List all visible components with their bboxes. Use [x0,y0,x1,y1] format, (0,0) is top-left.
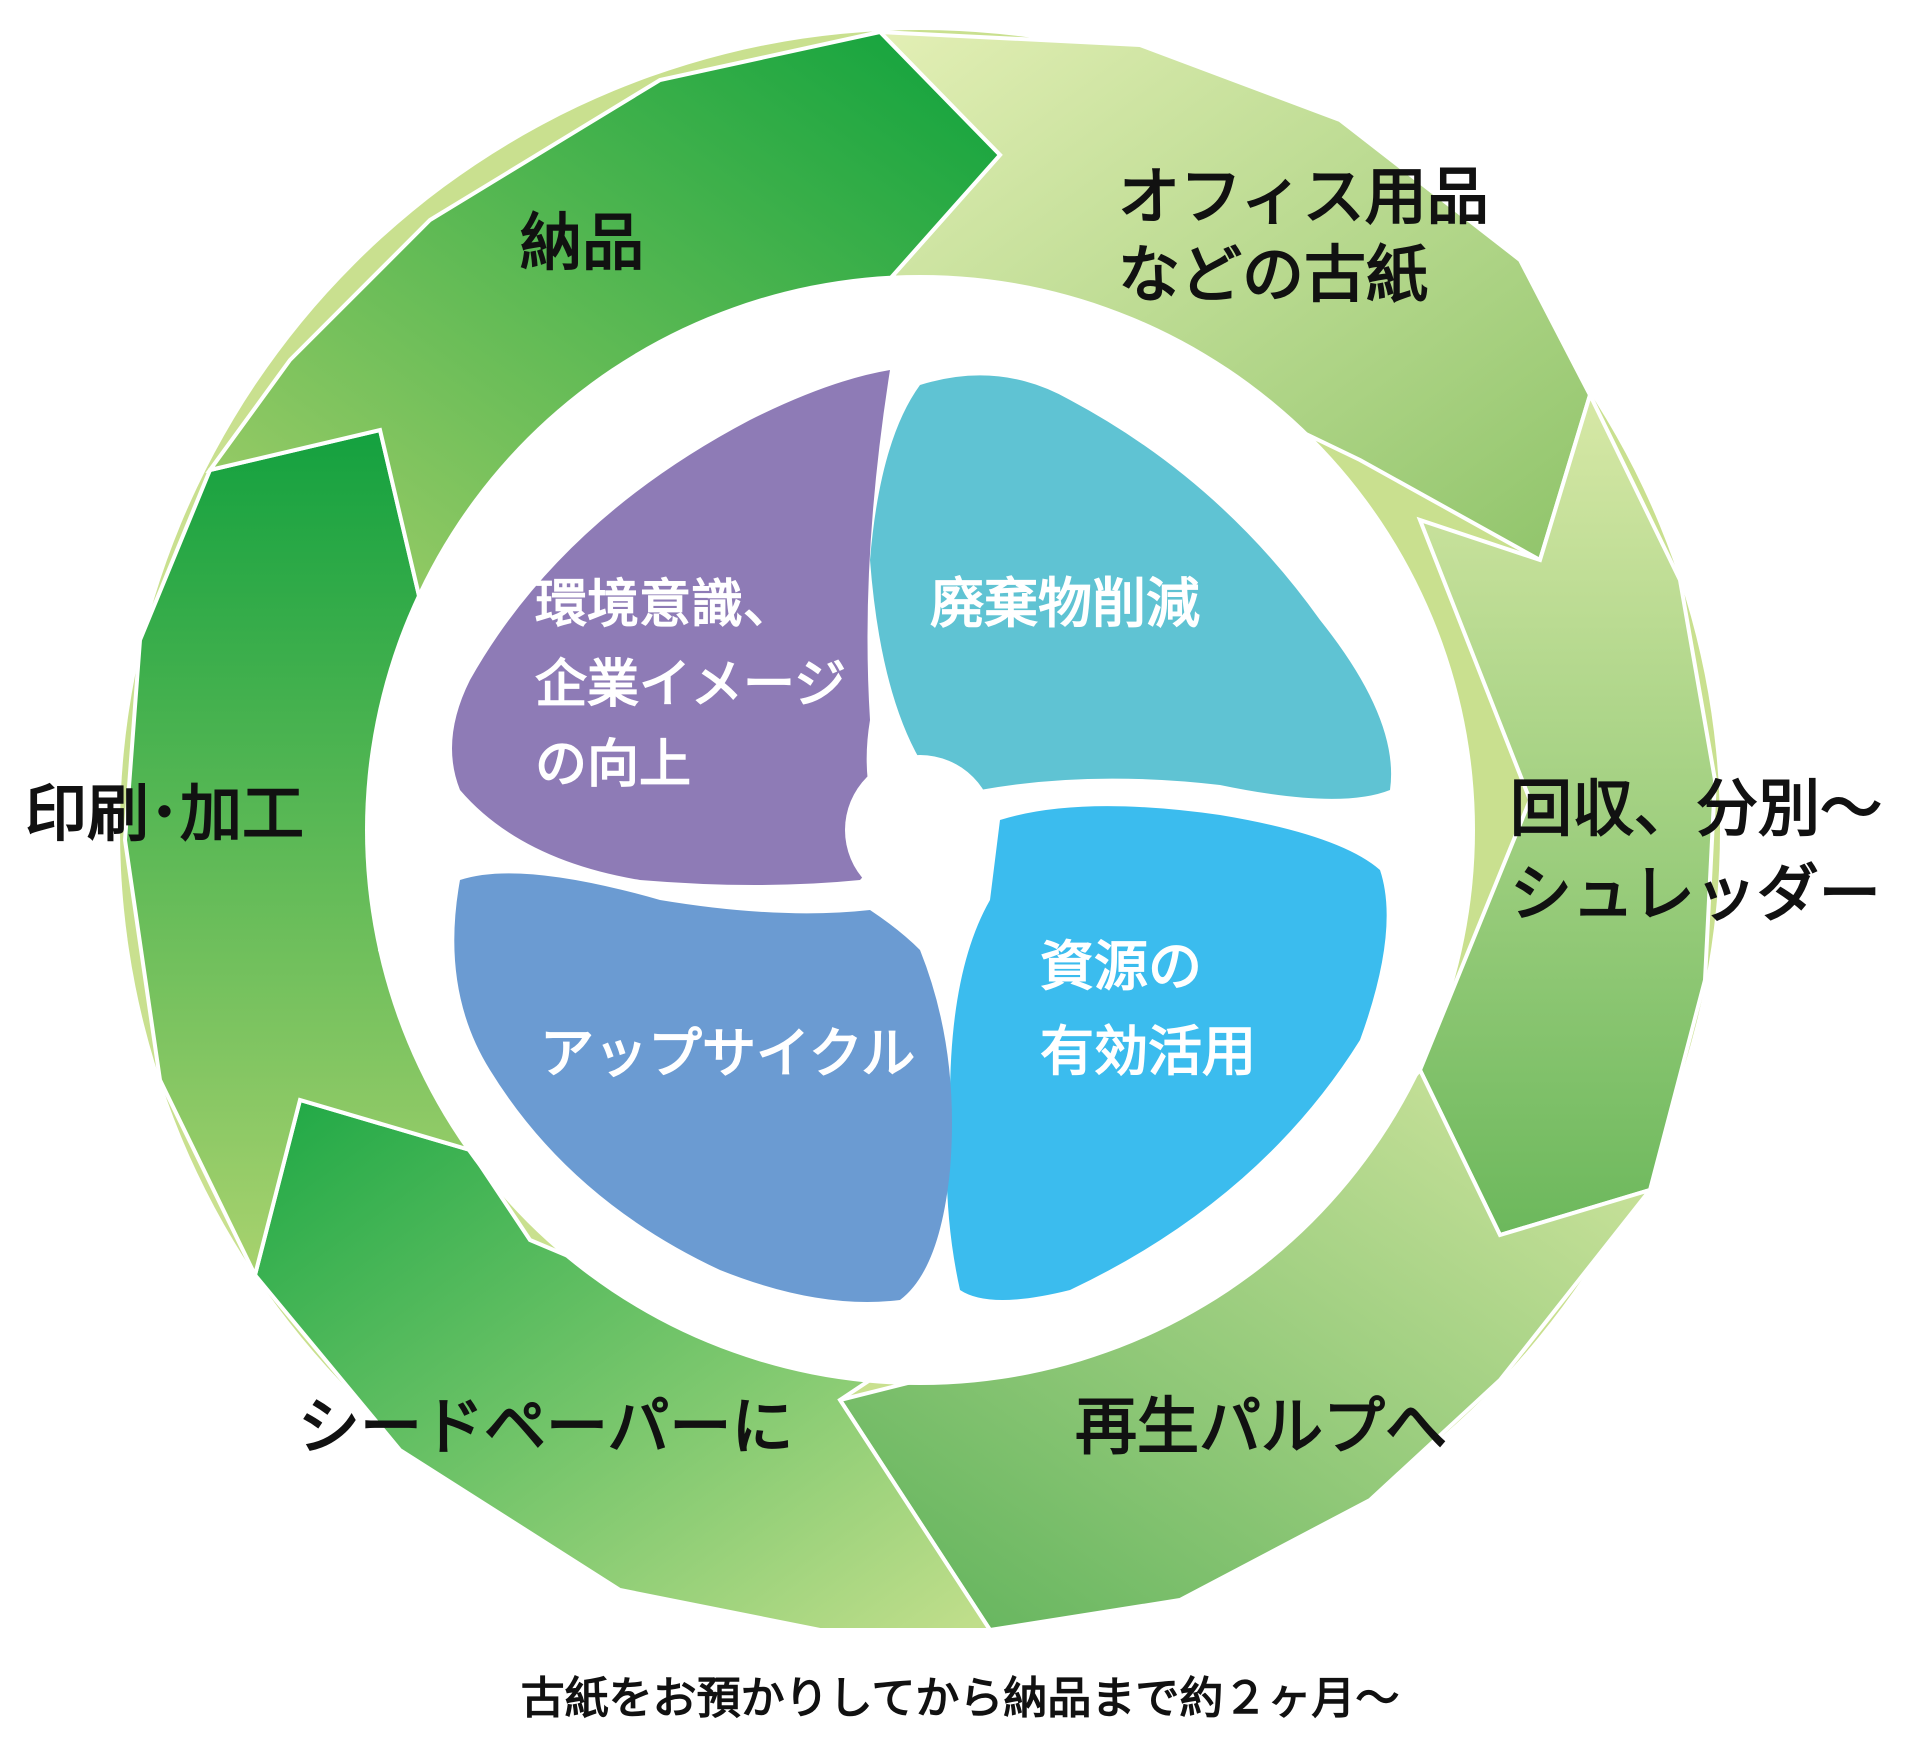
benefit-label-waste: 廃棄物削減 [930,572,1200,635]
benefit-label-image: 環境意識、 企業イメージ の向上 [535,575,864,795]
benefit-petal-waste [870,375,1392,799]
step-label-delivery: 納品 [520,206,644,279]
center-hub [845,755,995,905]
step-label-pulp: 再生パルプへ [1075,1390,1447,1463]
footer-note: 古紙をお預かりしてから納品まで約２ヶ月～ [520,1673,1400,1724]
step-label-printing: 印刷･加工 [25,777,304,850]
benefit-petal-resources [946,806,1387,1300]
benefit-petal-upcycle [454,873,952,1302]
benefit-label-resources: 資源の 有効活用 [1040,935,1256,1083]
cycle-arrow-delivery [205,29,1003,605]
benefit-petal-image [452,370,890,885]
step-label-office-paper: オフィス用品 などの古紙 [1118,160,1510,311]
benefit-label-upcycle: アップサイクル [540,1022,915,1085]
step-label-seed-paper: シードペーパーに [298,1390,793,1463]
step-label-collection: 回収、分別～ シュレッダー [1510,772,1904,930]
